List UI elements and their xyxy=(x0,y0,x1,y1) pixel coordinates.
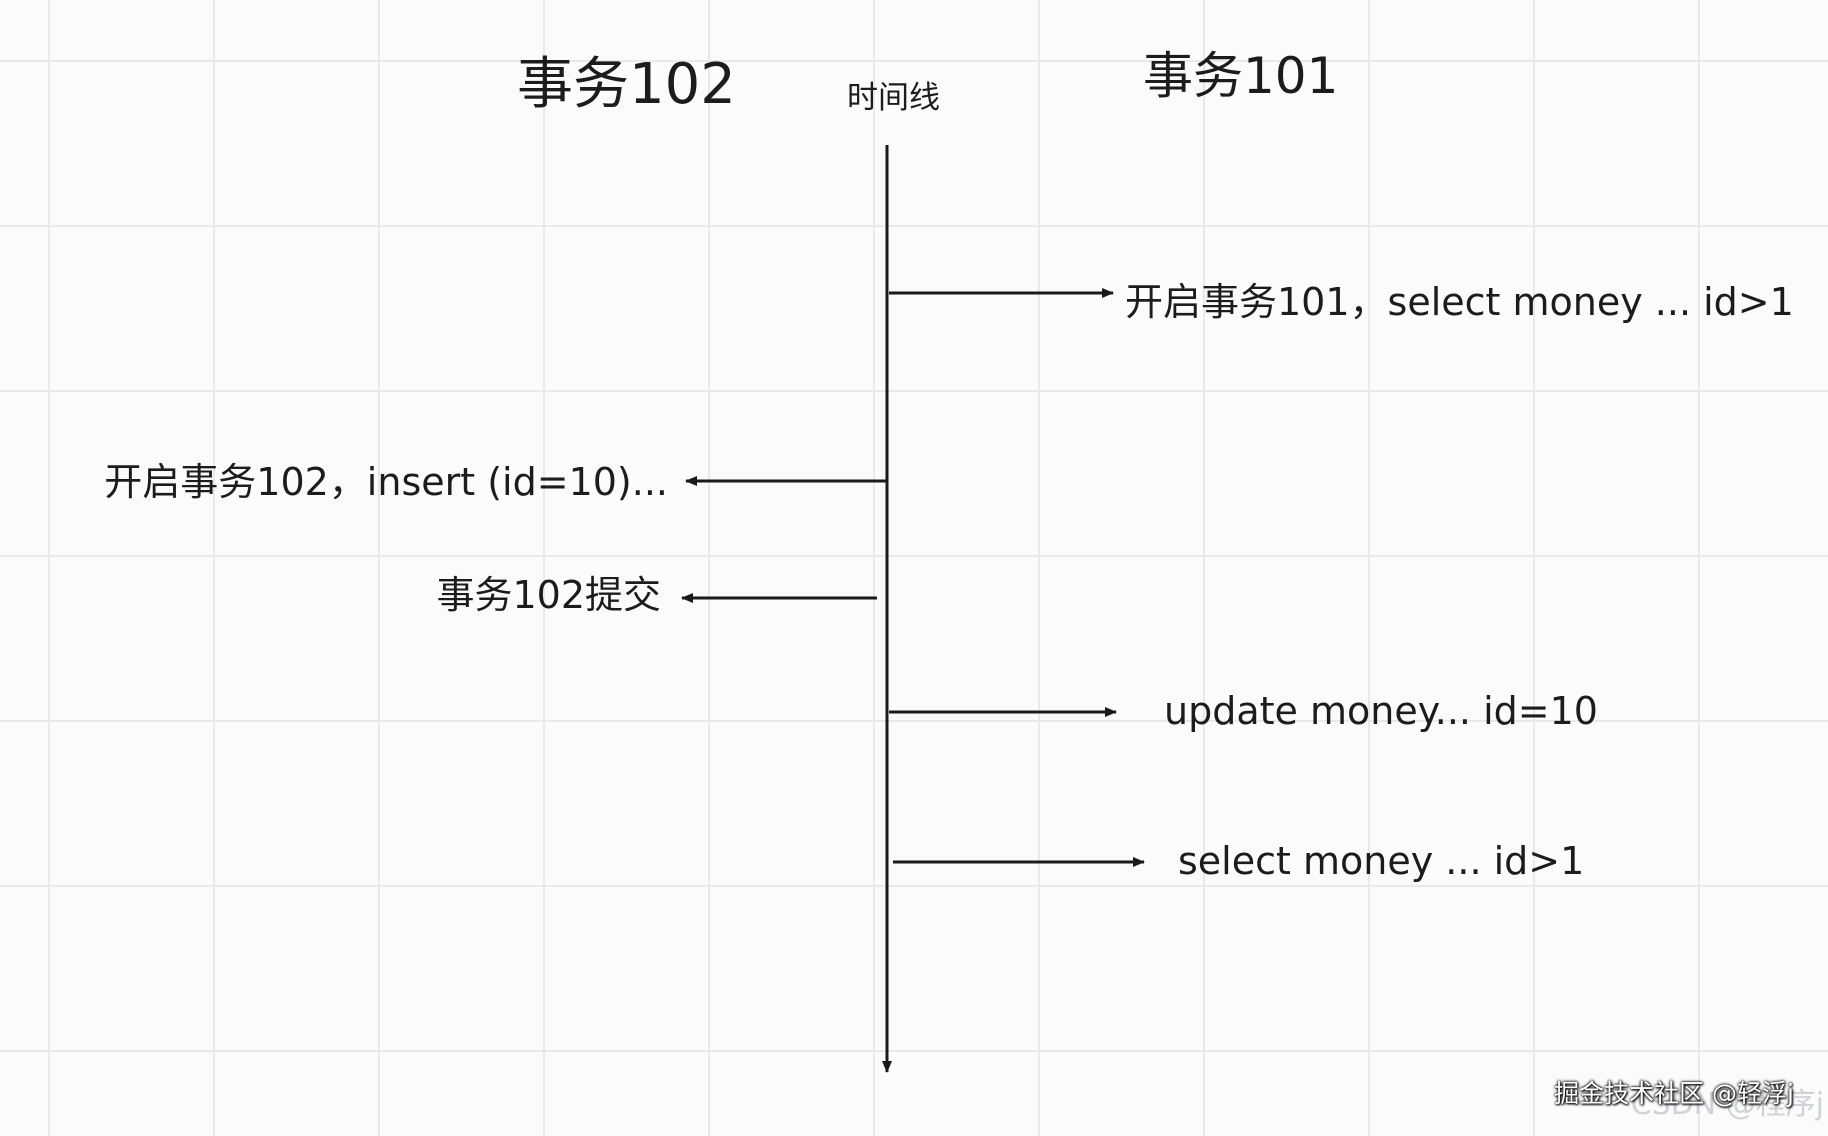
event-label-3: 事务102提交 xyxy=(436,573,661,617)
tx101-title: 事务101 xyxy=(1143,47,1339,105)
event-label-2: 开启事务102，insert (id=10)... xyxy=(104,460,668,504)
timeline-title: 时间线 xyxy=(847,80,940,116)
event-label-4: update money... id=10 xyxy=(1164,689,1598,733)
event-label-5: select money ... id>1 xyxy=(1178,839,1585,883)
watermark-front: 掘金技术社区 @轻浮j xyxy=(1554,1079,1794,1108)
event-label-1: 开启事务101，select money ... id>1 xyxy=(1125,280,1794,324)
tx102-title: 事务102 xyxy=(517,52,736,117)
watermark-back: CSDN @程序j xyxy=(1630,1087,1824,1122)
